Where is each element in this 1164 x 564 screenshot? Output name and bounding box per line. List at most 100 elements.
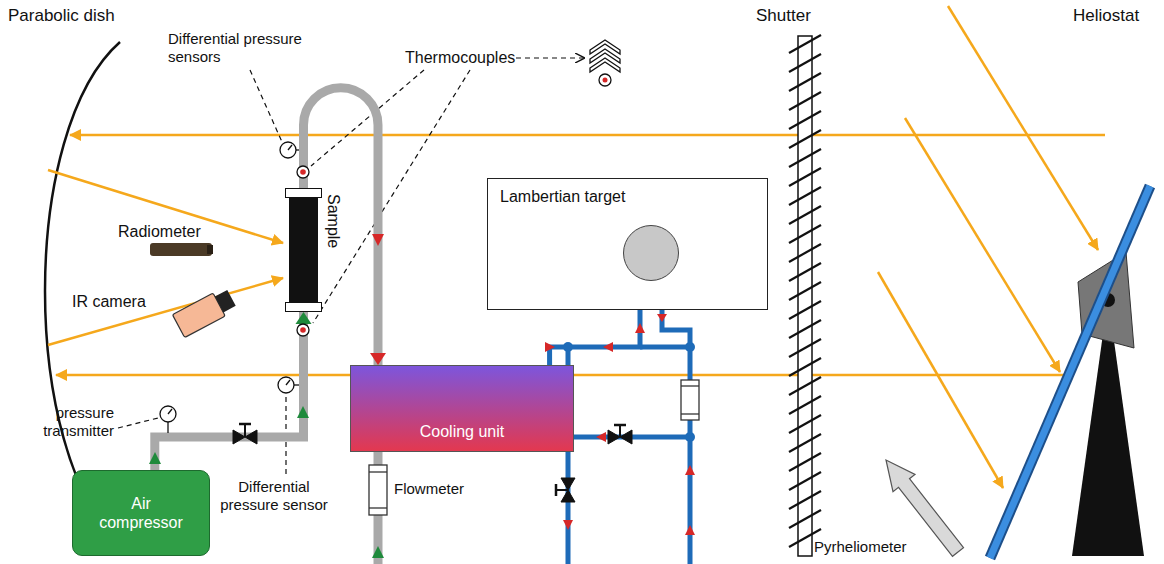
shutter-slat — [789, 73, 821, 91]
pressure-gauge — [160, 142, 299, 433]
target-disc — [623, 225, 679, 281]
thermocouple-symbol — [590, 40, 620, 86]
valve-symbol — [561, 490, 575, 502]
valve-symbol — [239, 423, 251, 426]
flow-arrow — [685, 525, 695, 535]
radiometer-icon — [150, 243, 213, 256]
shutter-slat — [789, 491, 821, 509]
pressure-gauge — [160, 406, 176, 422]
leader-line — [250, 70, 282, 142]
light-beam — [878, 272, 1003, 488]
shutter-slat — [789, 472, 821, 490]
pressure-gauge — [294, 384, 299, 385]
flow-arrow — [596, 432, 606, 442]
sample-tube: Sample — [285, 188, 322, 312]
shutter-slat — [789, 149, 821, 167]
flow-arrow — [563, 520, 573, 530]
shutter-slat — [789, 339, 821, 357]
shutter-slat — [789, 301, 821, 319]
sample-flange — [285, 302, 322, 312]
node-text: Air compressor — [93, 494, 189, 532]
heliostat — [990, 186, 1150, 558]
shutter-slat — [789, 434, 821, 452]
shutter-slat — [789, 396, 821, 414]
thermocouple-dot — [300, 169, 306, 175]
flow-arrow — [603, 342, 613, 352]
heliostat — [990, 186, 1150, 558]
shutter-slat — [789, 510, 821, 528]
flowmeter-symbol — [369, 471, 387, 472]
camera-label: IR camera — [72, 292, 146, 311]
lambertian-target-box: Lambertian target — [487, 178, 768, 310]
valve-symbol — [245, 430, 257, 444]
sample-flange — [285, 188, 322, 198]
flowmeter-label: Flowmeter — [394, 480, 464, 498]
thermocouple-dot — [297, 166, 309, 178]
shutter-slat — [789, 206, 821, 224]
thermocouple-label: Thermocouples — [405, 48, 515, 67]
shutter-slat — [789, 263, 821, 281]
thermocouple-symbol — [603, 78, 608, 83]
shutter-slat — [789, 35, 821, 53]
shutter-slat — [789, 168, 821, 186]
flowmeter-symbol — [369, 507, 387, 508]
pipe-line — [550, 310, 640, 365]
light-beam — [70, 134, 1105, 137]
shutter-slat — [789, 358, 821, 376]
flow-arrow — [545, 342, 555, 352]
flow-arrow — [372, 234, 384, 246]
node-text: Lambertian target — [500, 187, 625, 206]
ir-camera-icon — [172, 286, 237, 337]
shutter-slat — [789, 415, 821, 433]
shutter-label: Shutter — [756, 6, 811, 26]
flowmeter-symbol — [369, 465, 387, 515]
shutter-slat — [789, 92, 821, 110]
radiometer-icon — [207, 245, 213, 254]
sample-body — [289, 198, 318, 302]
arrow-head — [296, 312, 312, 324]
radiometer-icon — [150, 243, 212, 256]
valve-symbol — [556, 489, 568, 491]
node-text: Sample — [324, 194, 343, 248]
air-compressor-box: Air compressor — [72, 470, 210, 556]
pipe-connector — [155, 312, 312, 470]
thermocouple-dot — [300, 327, 306, 333]
heliostat — [990, 186, 1150, 558]
pressure-gauge — [288, 145, 292, 150]
shutter-slat — [789, 35, 821, 547]
shutter-slat — [789, 225, 821, 243]
valve-symbol — [614, 424, 626, 427]
flow-arrow — [372, 546, 384, 558]
shutter-slat — [789, 54, 821, 72]
leader-line — [311, 70, 424, 166]
shutter-slat — [789, 320, 821, 338]
node-text: Cooling unit — [351, 422, 573, 441]
thermocouple-symbol — [599, 74, 611, 86]
shutter-slat — [789, 130, 821, 148]
shutter — [789, 35, 821, 556]
valve-symbol — [233, 430, 245, 444]
junction-dot — [685, 342, 695, 352]
dish-label: Parabolic dish — [8, 6, 115, 26]
pipe-line — [155, 312, 304, 470]
valve-symbol — [620, 430, 632, 444]
cooling-unit-box: Cooling unit — [350, 365, 574, 452]
transmitter-label: pressure transmitter — [14, 404, 114, 440]
flowmeter-symbol — [681, 413, 699, 414]
valve-symbol — [608, 430, 620, 444]
shutter-slat — [789, 111, 821, 129]
flow-arrow — [657, 314, 667, 322]
light-beam — [948, 6, 1098, 250]
valve-symbol — [619, 425, 621, 437]
pressure-gauge — [280, 142, 296, 158]
shutter-slat — [789, 187, 821, 205]
light-beam — [48, 170, 283, 243]
sensor-label: Differential pressure sensors — [168, 30, 318, 66]
pressure-gauge — [168, 409, 172, 414]
light-beam — [48, 6, 1105, 488]
junction-dot — [563, 342, 573, 352]
light-beam — [905, 118, 1060, 372]
sensor-label: Differential pressure sensor — [214, 478, 334, 514]
flowmeter-symbol — [681, 380, 699, 420]
